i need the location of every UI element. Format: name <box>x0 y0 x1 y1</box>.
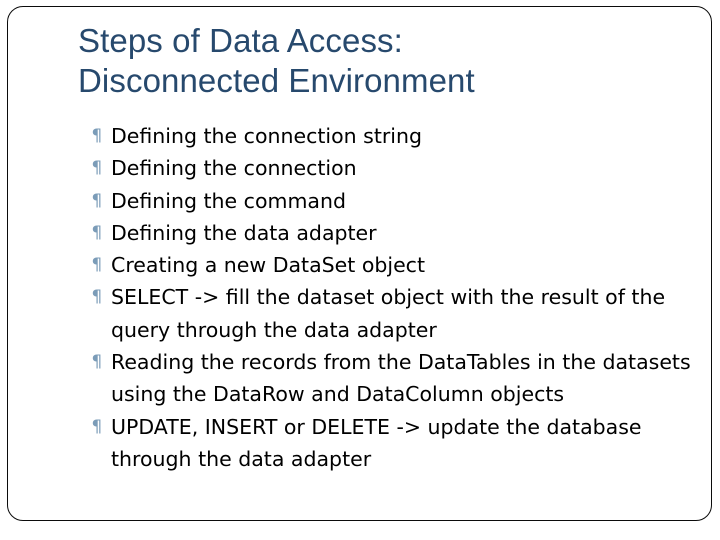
list-item-label: Defining the data adapter <box>111 220 377 245</box>
slide-frame: Steps of Data Access: Disconnected Envir… <box>7 6 712 521</box>
floral-bullet-icon: ⁋ <box>91 352 103 373</box>
list-item-label: Defining the connection <box>111 156 357 181</box>
list-item: ⁋ SELECT -> fill the dataset object with… <box>86 281 696 346</box>
list-item: ⁋ Defining the connection <box>86 152 696 184</box>
list-item-label: Reading the records from the DataTables … <box>111 350 691 407</box>
floral-bullet-icon: ⁋ <box>91 126 103 146</box>
list-item-label: Defining the connection string <box>111 124 422 148</box>
list-item: ⁋ UPDATE, INSERT or DELETE -> update the… <box>86 411 696 476</box>
floral-bullet-icon: ⁋ <box>91 190 103 211</box>
floral-bullet-icon: ⁋ <box>91 416 103 437</box>
floral-bullet-icon: ⁋ <box>91 158 103 179</box>
list-item: ⁋ Defining the connection string <box>86 120 696 152</box>
list-item: ⁋ Defining the data adapter <box>86 217 696 249</box>
bullet-list: ⁋ Defining the connection string ⁋ Defin… <box>86 120 696 475</box>
floral-bullet-icon: ⁋ <box>91 255 103 276</box>
list-item: ⁋ Creating a new DataSet object <box>86 249 696 281</box>
list-item-label: UPDATE, INSERT or DELETE -> update the d… <box>111 414 642 471</box>
list-item-label: Creating a new DataSet object <box>111 253 425 278</box>
list-item-label: Defining the command <box>111 188 346 213</box>
page-title-line-1: Steps of Data Access: <box>78 22 403 59</box>
list-item: ⁋ Defining the command <box>86 185 696 217</box>
page-title: Steps of Data Access: Disconnected Envir… <box>78 21 678 101</box>
floral-bullet-icon: ⁋ <box>91 287 103 308</box>
list-item: ⁋ Reading the records from the DataTable… <box>86 346 696 411</box>
floral-bullet-icon: ⁋ <box>91 222 103 243</box>
page-title-line-2: Disconnected Environment <box>78 62 475 99</box>
list-item-label: SELECT -> fill the dataset object with t… <box>111 285 666 342</box>
